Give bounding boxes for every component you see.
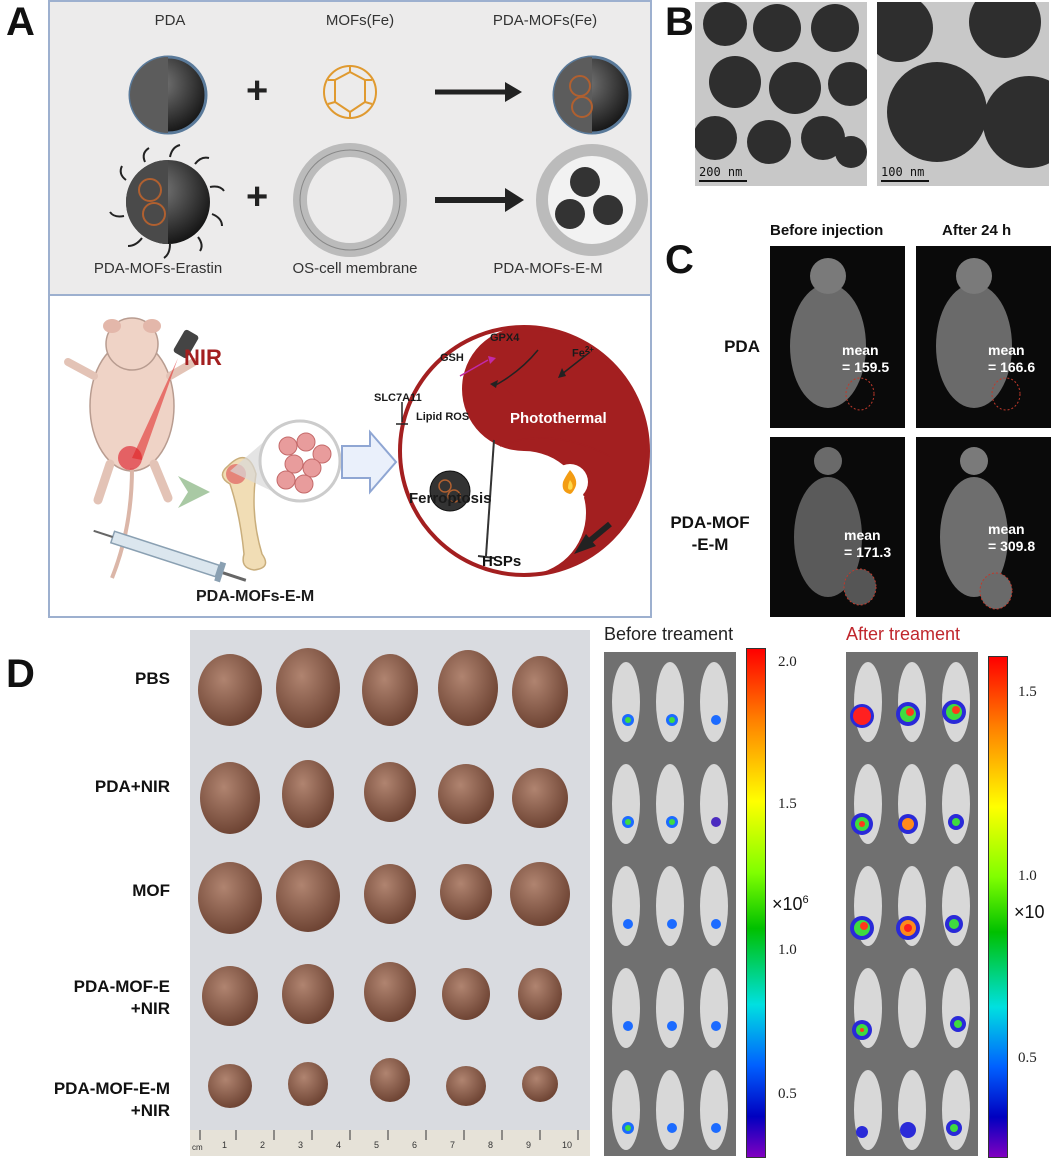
tem-image-100nm: 100 nm bbox=[877, 2, 1049, 186]
mri-mean-pda-after: mean = 166.6 bbox=[988, 342, 1036, 375]
label-mofs: MOFs(Fe) bbox=[325, 12, 395, 29]
colorbar-after bbox=[988, 656, 1008, 1158]
scale-bar-line-1 bbox=[699, 180, 747, 182]
mri-row-label-pda-mof-e-m: PDA-MOF -E-M bbox=[670, 513, 750, 554]
mri-body-silhouette bbox=[940, 447, 1013, 610]
mri-image-pda-mof-e-m-before: mean = 171.3 bbox=[770, 437, 905, 617]
synthesis-illustration bbox=[109, 55, 648, 259]
plus-sign-1: + bbox=[246, 70, 269, 112]
colorbar-after-tick-1-5: 1.5 bbox=[1018, 684, 1037, 700]
colorbar-before-tick-1-0: 1.0 bbox=[778, 942, 797, 958]
mri-mean-pda-mof-e-m-after: mean = 309.8 bbox=[988, 521, 1036, 554]
label-heat: Heat bbox=[552, 491, 585, 508]
label-os-cell-membrane: OS-cell membrane bbox=[292, 260, 418, 277]
panel-letter-c: C bbox=[665, 238, 694, 282]
bioluminescence-after-grid bbox=[846, 652, 978, 1156]
ruler-num-4: 4 bbox=[336, 1140, 342, 1150]
mri-row-label-pda: PDA bbox=[724, 337, 760, 356]
ruler-num-2: 2 bbox=[260, 1140, 266, 1150]
tem-image-200nm: 200 nm bbox=[695, 2, 867, 186]
mri-image-pda-mof-e-m-after: mean = 309.8 bbox=[916, 437, 1051, 617]
label-photothermal: Photothermal bbox=[510, 410, 607, 427]
ruler-num-10: 10 bbox=[562, 1140, 573, 1150]
label-slc7a11: SLC7A11 bbox=[374, 392, 422, 404]
label-fe-superscript: 2+ bbox=[584, 345, 594, 354]
label-pda-mofs: PDA-MOFs(Fe) bbox=[492, 12, 598, 29]
tem-particles-1 bbox=[695, 2, 867, 186]
label-nir: NIR bbox=[184, 345, 222, 370]
bioluminescence-before-mice bbox=[604, 652, 736, 1156]
colorbar-before-tick-1-5: 1.5 bbox=[778, 796, 797, 812]
mri-mean-pda-before: mean = 159.5 bbox=[842, 342, 890, 375]
scale-bar-100nm: 100 nm bbox=[881, 165, 925, 179]
column-header-before-injection: Before injection bbox=[770, 222, 884, 239]
ruler-unit: cm bbox=[192, 1143, 203, 1152]
tumor-row-label-pda-mof-e-nir: PDA-MOF-E +NIR bbox=[73, 977, 170, 1018]
label-pda: PDA bbox=[154, 12, 186, 29]
colorbar-before-multiplier-exponent: 6 bbox=[802, 894, 809, 906]
ruler-numbers: 1 2 3 4 5 6 7 8 9 10 bbox=[190, 1140, 590, 1154]
label-lipid-ros: Lipid ROS bbox=[416, 411, 470, 423]
tumor-photo: cm 1 2 3 4 5 6 7 8 9 10 bbox=[190, 630, 590, 1156]
ruler-num-1: 1 bbox=[222, 1140, 228, 1150]
ruler-num-3: 3 bbox=[298, 1140, 304, 1150]
mri-body-silhouette bbox=[794, 447, 877, 606]
colorbar-after-tick-1-0: 1.0 bbox=[1018, 868, 1037, 884]
colorbar-before-multiplier-base: ×10 bbox=[772, 894, 803, 914]
scale-bar-line-2 bbox=[881, 180, 929, 182]
ruler-num-9: 9 bbox=[526, 1140, 532, 1150]
label-ferroptosis: Ferroptosis bbox=[409, 490, 492, 507]
plus-sign-2: + bbox=[246, 176, 269, 218]
ruler-num-6: 6 bbox=[412, 1140, 418, 1150]
label-pda-mofs-e-m: PDA-MOFs-E-M bbox=[493, 260, 603, 277]
tumor-samples bbox=[190, 648, 590, 1156]
label-gsh: GSH bbox=[440, 352, 464, 364]
label-pda-mofs-erastin: PDA-MOFs-Erastin bbox=[93, 260, 223, 277]
ruler-num-5: 5 bbox=[374, 1140, 380, 1150]
panel-letter-d: D bbox=[6, 652, 35, 696]
label-fe2: Fe2+ bbox=[572, 345, 594, 360]
panel-letter-b: B bbox=[665, 0, 694, 44]
colorbar-before-tick-0-5: 0.5 bbox=[778, 1086, 797, 1102]
tem-particles-2 bbox=[877, 2, 1049, 186]
bioluminescence-before-grid bbox=[604, 652, 736, 1156]
before-treatment-title: Before treament bbox=[604, 624, 734, 644]
tumor-row-label-pda-mof-e-m-nir: PDA-MOF-E-M +NIR bbox=[53, 1079, 170, 1120]
tumor-row-label-mof: MOF bbox=[132, 881, 170, 900]
panel-letter-a: A bbox=[6, 0, 35, 44]
after-treatment-title: After treament bbox=[846, 624, 961, 644]
label-fe: Fe bbox=[572, 347, 585, 360]
ruler-num-7: 7 bbox=[450, 1140, 456, 1150]
column-header-after-24h: After 24 h bbox=[942, 222, 1012, 239]
label-gpx4: GPX4 bbox=[490, 332, 520, 344]
colorbar-after-multiplier: ×10 bbox=[1014, 902, 1045, 922]
label-hsps: HSPs bbox=[482, 553, 522, 570]
mri-image-pda-after: mean = 166.6 bbox=[916, 246, 1051, 428]
bioluminescence-after-mice bbox=[846, 652, 978, 1156]
label-pda-mofs-e-m-injection: PDA-MOFs-E-M bbox=[196, 588, 315, 605]
mri-body-silhouette bbox=[790, 258, 875, 411]
colorbar-before-multiplier: ×106 bbox=[772, 894, 809, 915]
mri-body-silhouette bbox=[936, 258, 1021, 411]
colorbar-before bbox=[746, 648, 766, 1158]
colorbar-after-tick-0-5: 0.5 bbox=[1018, 1050, 1037, 1066]
colorbar-before-tick-2-0: 2.0 bbox=[778, 654, 797, 670]
mri-mean-pda-mof-e-m-before: mean = 171.3 bbox=[844, 527, 892, 560]
ruler-num-8: 8 bbox=[488, 1140, 494, 1150]
tumor-row-label-pbs: PBS bbox=[135, 669, 170, 688]
mechanism-illustration bbox=[64, 317, 650, 583]
panel-a-divider bbox=[48, 294, 652, 296]
mouse-illustration bbox=[64, 317, 198, 579]
mri-image-pda-before: mean = 159.5 bbox=[770, 246, 905, 428]
tumor-row-label-pda-nir: PDA+NIR bbox=[94, 777, 170, 796]
scale-bar-200nm: 200 nm bbox=[699, 165, 743, 179]
